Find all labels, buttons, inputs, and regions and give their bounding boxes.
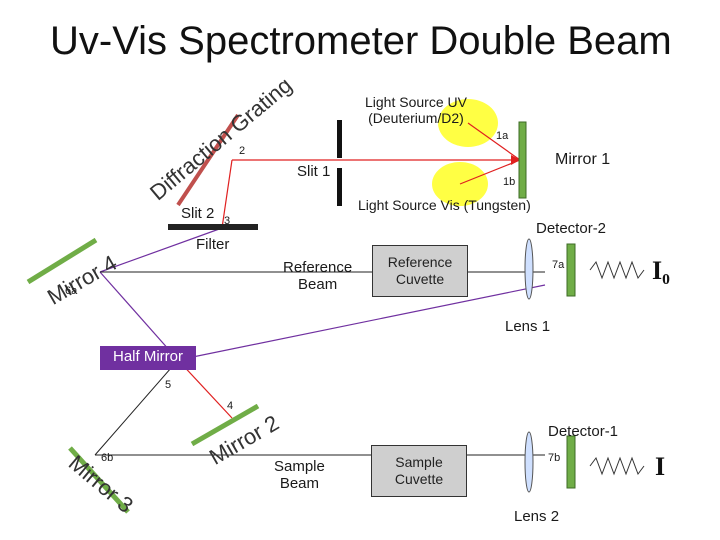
mirror-2	[190, 403, 260, 447]
mirror-1	[518, 121, 527, 199]
detector-1	[566, 435, 576, 489]
point-6b: 6b	[101, 452, 114, 464]
filter-block	[168, 224, 258, 230]
detector-2-label: Detector-2	[536, 220, 607, 237]
beam-mirror4-to-halfmirror	[99, 271, 179, 361]
point-5: 5	[165, 379, 172, 391]
reference-cuvette-label: Reference Cuvette	[387, 254, 453, 287]
slit-1-lower	[337, 168, 342, 206]
half-mirror	[100, 346, 196, 370]
reference-beam-label: Reference Beam	[283, 259, 353, 294]
lens-2-label: Lens 2	[514, 508, 560, 525]
point-4: 4	[227, 400, 234, 412]
beam-halfmirror-to-mirror3	[94, 359, 179, 456]
point-3: 3	[224, 215, 231, 227]
diffraction-grating	[176, 113, 240, 207]
beam-grating-to-slit2	[221, 159, 233, 229]
signal-wave-1	[589, 260, 645, 280]
light-source-vis-label: Light Source Vis (Tungsten)	[358, 197, 531, 213]
mirror-3	[68, 446, 130, 514]
lens-1	[524, 238, 534, 300]
point-7a: 7a	[552, 259, 565, 271]
point-1a: 1a	[496, 130, 509, 142]
half-mirror-label: Half Mirror	[113, 348, 183, 365]
detector-2	[566, 243, 576, 297]
point-1b: 1b	[503, 176, 516, 188]
slit-2-label: Slit 2	[181, 205, 215, 222]
lens-2	[524, 431, 534, 493]
beam-vis-to-mirror1	[459, 159, 521, 185]
i-label: I	[655, 452, 666, 481]
reference-beam-line	[177, 284, 546, 361]
reference-cuvette: Reference Cuvette	[372, 245, 468, 297]
sample-cuvette-label: Sample Cuvette	[394, 454, 444, 487]
signal-wave-2	[589, 456, 645, 476]
beam-arrowhead-1	[511, 155, 520, 165]
page-title: Uv-Vis Spectrometer Double Beam	[50, 19, 672, 63]
filter-label: Filter	[196, 236, 230, 253]
mirror-4	[26, 237, 98, 285]
mirror-1-label: Mirror 1	[555, 151, 611, 168]
sample-beam-label: Sample Beam	[274, 458, 325, 493]
beam-filter-to-mirror4	[99, 227, 223, 273]
light-source-uv-label: Light Source UV (Deuterium/D2)	[365, 94, 467, 127]
slit-1-upper	[337, 120, 342, 158]
detector-1-label: Detector-1	[548, 423, 619, 440]
lens-1-label: Lens 1	[505, 318, 551, 335]
point-6a: 6a	[65, 285, 78, 297]
point-2: 2	[239, 145, 246, 157]
i0-label: I₀	[652, 256, 670, 285]
slit-1-label: Slit 1	[297, 163, 331, 180]
sample-cuvette: Sample Cuvette	[371, 445, 467, 497]
point-7b: 7b	[548, 452, 561, 464]
beam-uv-to-mirror1	[467, 122, 521, 161]
